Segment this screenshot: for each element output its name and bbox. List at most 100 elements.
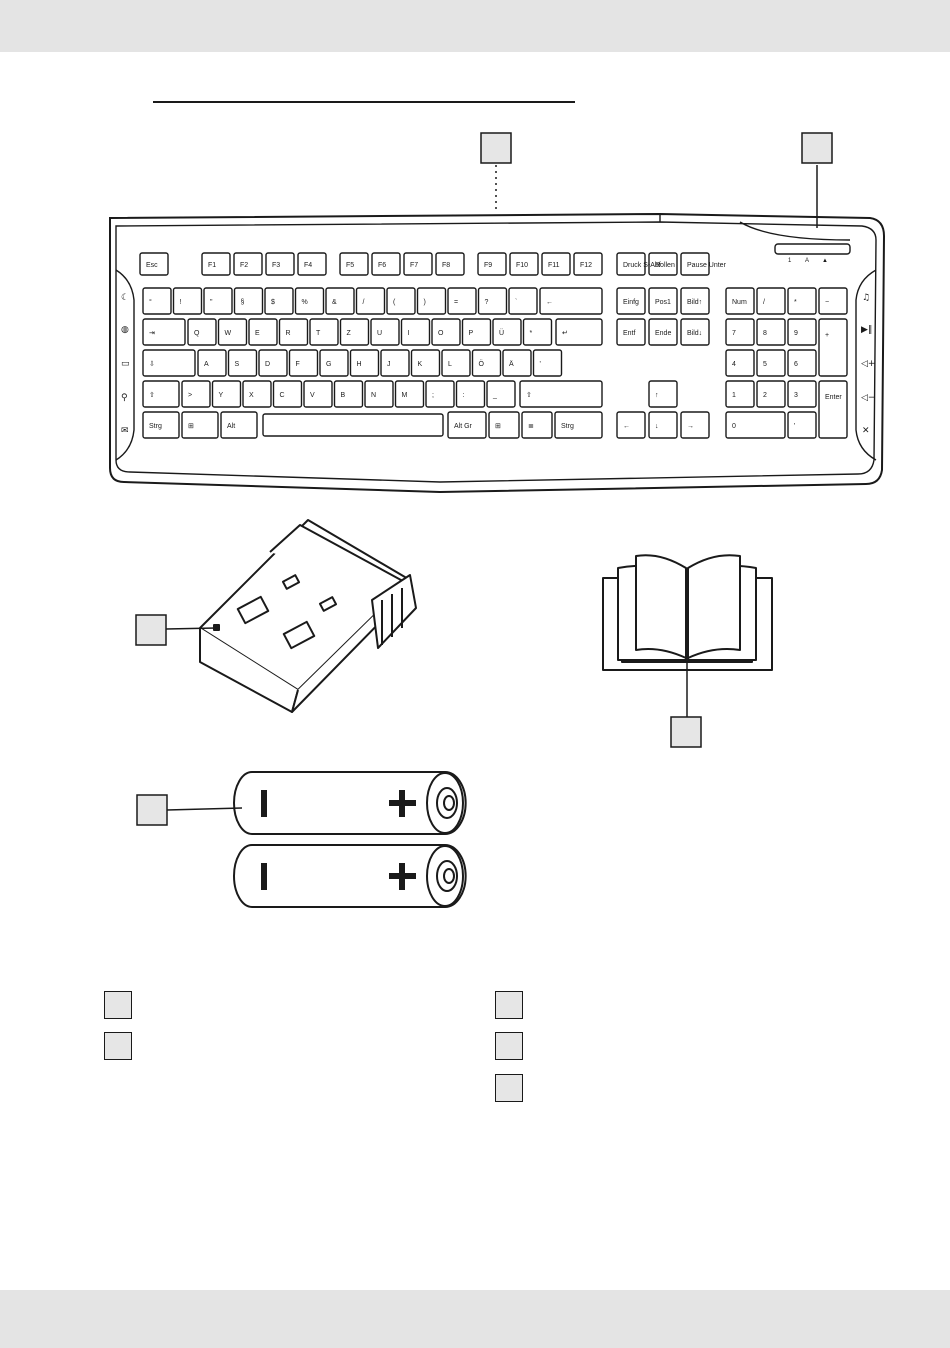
key-f-13-label: Druck S-Abf <box>623 262 661 269</box>
key-num-plus <box>818 318 848 377</box>
key-r2-3-label: E <box>255 330 260 337</box>
key-r3-1-label: A <box>204 361 209 368</box>
key-num1-0 <box>725 287 755 315</box>
key-f-3 <box>265 252 295 276</box>
key-num4-1 <box>756 380 786 408</box>
key-num-enter <box>818 380 848 439</box>
key-r4-1 <box>181 380 211 408</box>
key-r4-5-label: V <box>310 392 315 399</box>
svg-text:⚲: ⚲ <box>121 393 128 403</box>
key-num4-1-label: 2 <box>763 392 767 399</box>
legend-box-left-2 <box>104 1032 132 1060</box>
key-r4-2-label: Y <box>219 392 224 399</box>
key-r2-7 <box>370 318 400 346</box>
key-r2-7-label: U <box>377 330 382 337</box>
key-f-3-label: F3 <box>272 262 280 269</box>
key-r3-9-label: L <box>448 361 452 368</box>
key-r4-10-label: : <box>463 392 465 399</box>
key-r2-8-label: I <box>408 330 410 337</box>
key-f-6-label: F6 <box>378 262 386 269</box>
svg-text:✉: ✉ <box>121 426 129 436</box>
key-caps <box>142 349 196 377</box>
svg-text:◍: ◍ <box>121 325 129 335</box>
key-r4-9-label: ; <box>432 392 434 399</box>
key-r2-4 <box>278 318 309 346</box>
key-num1-3 <box>818 287 848 315</box>
key-f-6 <box>371 252 401 276</box>
key-lwin-label: ⊞ <box>188 423 194 430</box>
key-rctrl-label: Strg <box>561 423 574 430</box>
callout-box-receiver <box>135 614 167 646</box>
key-nav1-0-label: Einfg <box>623 299 639 306</box>
key-num0 <box>725 411 786 439</box>
key-r4-8-label: M <box>402 392 408 399</box>
key-up-label: ↑ <box>655 392 659 399</box>
key-r1-12-label: ` <box>515 299 517 306</box>
callout-box-batteries <box>136 794 168 826</box>
key-r4-2 <box>211 380 242 408</box>
keyboard-body <box>109 212 886 494</box>
key-r2-10 <box>461 318 492 346</box>
key-r1-5 <box>294 287 325 315</box>
music-note-icon: ♫ <box>862 293 870 303</box>
bottom-band <box>0 1290 950 1348</box>
key-f-14-label: Rollen <box>655 262 675 269</box>
key-num2-0-label: 7 <box>732 330 736 337</box>
key-r4-3 <box>242 380 272 408</box>
key-nav2-2-label: Bild↓ <box>687 330 702 337</box>
key-nav1-1-label: Pos1 <box>655 299 671 306</box>
key-r1-11-label: ? <box>485 299 489 306</box>
key-r3-11 <box>502 349 532 377</box>
key-rshift <box>519 380 603 408</box>
key-f-8-label: F8 <box>442 262 450 269</box>
key-num2-1-label: 8 <box>763 330 767 337</box>
key-r1-12 <box>508 287 538 315</box>
indicator-label-0: 1 <box>788 258 792 264</box>
key-arrow-0-label: ← <box>623 423 630 430</box>
key-tab <box>142 318 186 346</box>
key-nav2-2 <box>680 318 710 346</box>
key-num3-2-label: 6 <box>794 361 798 368</box>
key-f-11-label: F11 <box>548 262 560 269</box>
key-r2-6-label: Z <box>347 330 352 337</box>
svg-text:✕: ✕ <box>862 426 870 436</box>
key-num0-label: 0 <box>732 423 736 430</box>
key-r2-12-label: * <box>530 330 533 337</box>
key-r3-7 <box>380 349 410 377</box>
key-nav1-0 <box>616 287 646 315</box>
key-num3-1 <box>756 349 786 377</box>
key-r4-7 <box>364 380 394 408</box>
key-num3-2 <box>787 349 817 377</box>
key-nav1-1 <box>648 287 678 315</box>
key-num1-1 <box>756 287 786 315</box>
key-nav1-2-label: Bild↑ <box>687 299 702 306</box>
key-r3-3-label: D <box>265 361 270 368</box>
key-num1-2-label: * <box>794 299 797 306</box>
key-r3-11-label: Ä <box>509 360 514 368</box>
key-f-15-label: Pause Unter <box>687 262 727 269</box>
key-r3-8-label: K <box>418 361 423 368</box>
key-r1-8 <box>386 287 416 315</box>
key-r1-10 <box>447 287 477 315</box>
key-lctrl-label: Strg <box>149 423 162 430</box>
key-r2-1 <box>187 318 217 346</box>
key-f-5 <box>339 252 369 276</box>
key-r1-7 <box>355 287 386 315</box>
key-lwin <box>181 411 219 439</box>
key-r1-2 <box>203 287 233 315</box>
key-r3-6 <box>349 349 380 377</box>
key-r1-0 <box>142 287 172 315</box>
legend-box-left-1 <box>104 991 132 1019</box>
svg-text:◁−: ◁− <box>861 393 875 403</box>
key-f-2-label: F2 <box>240 262 248 269</box>
key-r3-7-label: J <box>387 361 391 368</box>
key-rwin-label: ⊞ <box>495 423 501 430</box>
legend-box-right-1 <box>495 991 523 1019</box>
key-nav2-0-label: Entf <box>623 330 636 337</box>
key-lshift <box>142 380 180 408</box>
key-r2-2 <box>217 318 248 346</box>
key-nav2-1 <box>648 318 678 346</box>
callout-box-keyboard <box>480 132 512 164</box>
key-f-8 <box>435 252 465 276</box>
key-num1-1-label: / <box>763 299 765 306</box>
